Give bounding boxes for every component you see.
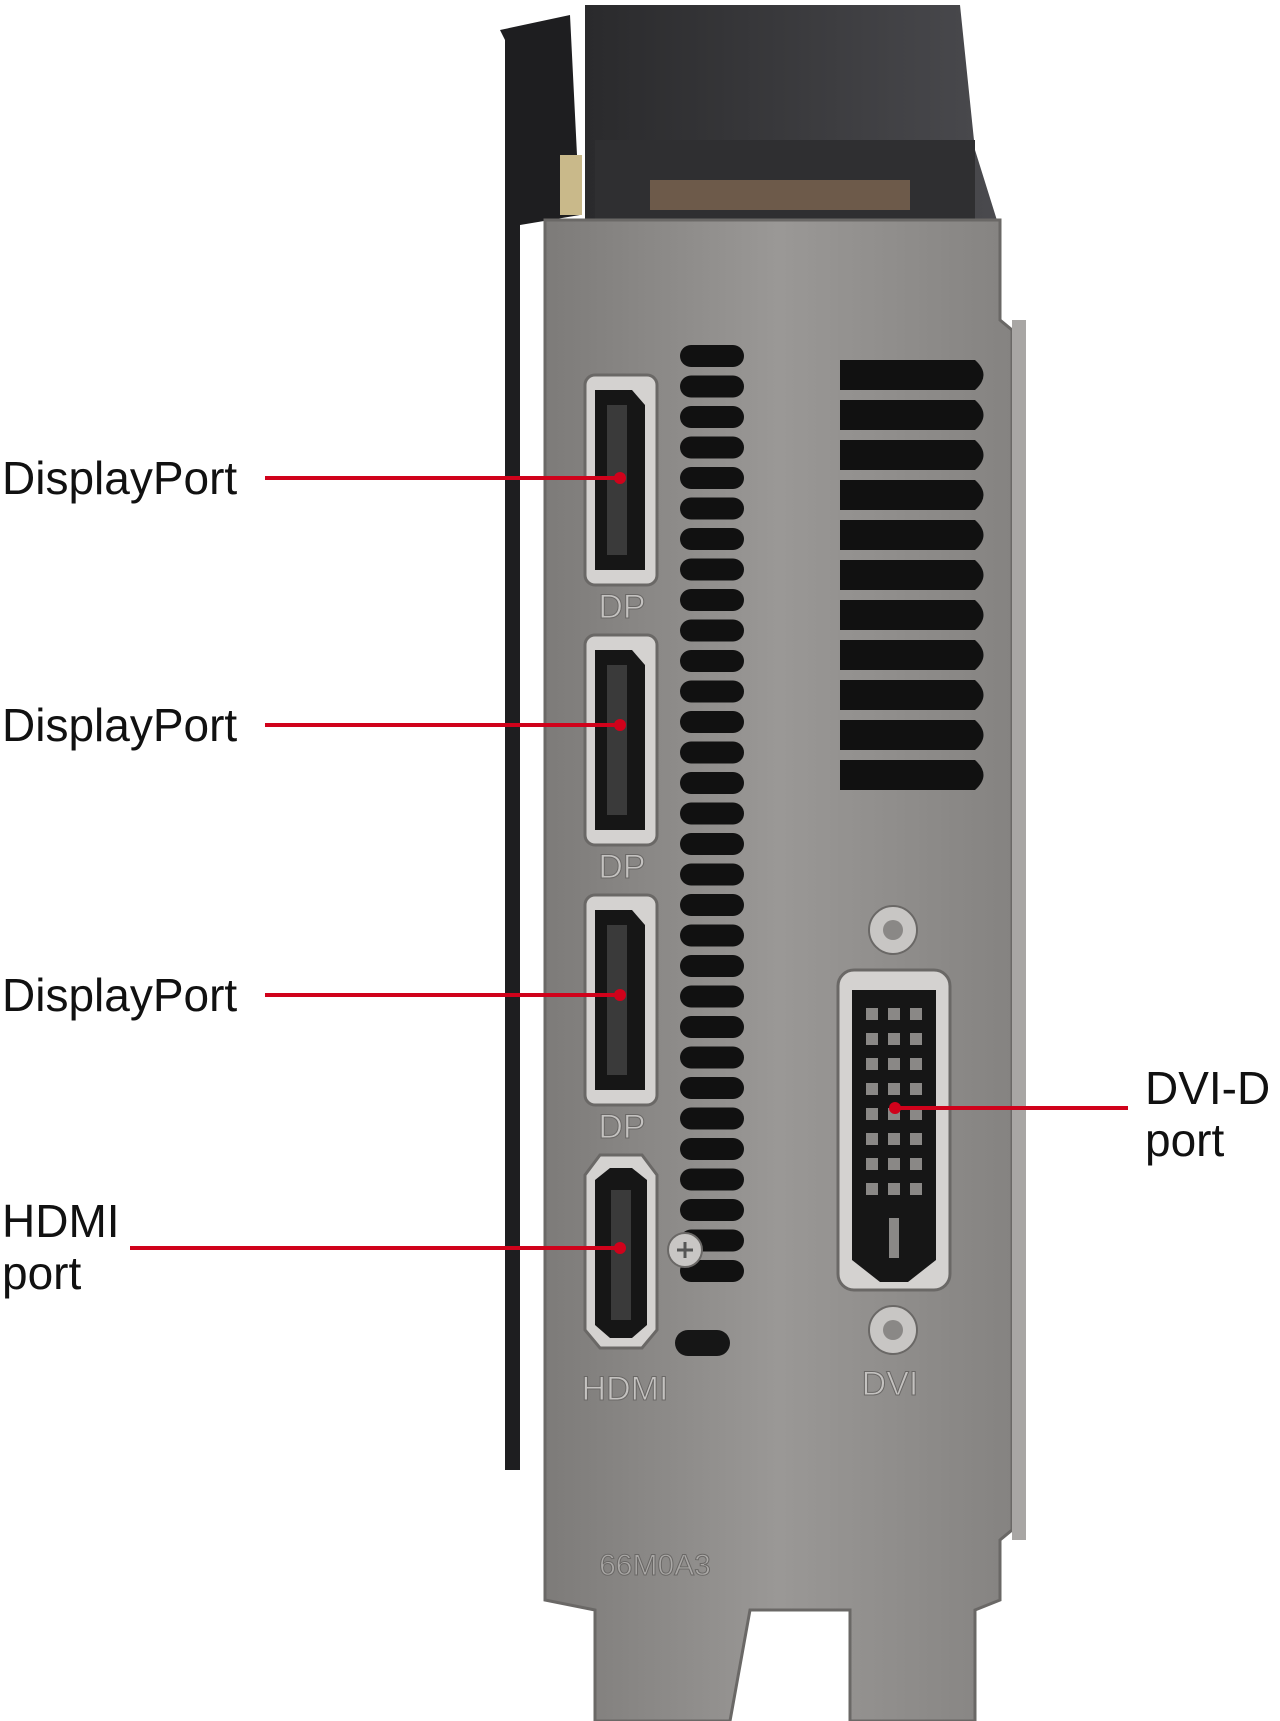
label-dvi-line2: port	[1145, 1114, 1225, 1166]
dvi-pin	[910, 1058, 922, 1070]
vent-slot-small	[680, 497, 744, 520]
dvi-pin	[888, 1008, 900, 1020]
vent-slots-small	[680, 345, 744, 1282]
vent-slot-small	[680, 375, 744, 398]
dvi-pin	[910, 1033, 922, 1045]
label-hdmi-line1: HDMI	[2, 1195, 120, 1247]
vent-slot-small	[680, 863, 744, 886]
vent-slot-small	[680, 711, 744, 733]
vent-slot-small	[680, 1260, 744, 1282]
part-number-mark: 66M0A3	[599, 1549, 711, 1582]
label-dvi-line1: DVI-D	[1145, 1062, 1271, 1114]
label-displayport-3: DisplayPort	[2, 969, 237, 1021]
dp-mark-2: DP	[598, 848, 645, 886]
dvi-pin	[866, 1033, 878, 1045]
vent-slot-large	[840, 720, 984, 750]
vent-slot-small	[680, 1016, 744, 1038]
callout-dot-displayport-1	[614, 472, 626, 484]
vent-slots-large	[840, 360, 984, 790]
vent-slot-small	[680, 894, 744, 916]
dvi-pin	[910, 1183, 922, 1195]
callout-dot-displayport-2	[614, 719, 626, 731]
dp-mark-3: DP	[598, 1108, 645, 1146]
dvi-d-connector	[836, 905, 952, 1355]
vent-slot-small	[680, 436, 744, 459]
dvi-pin	[866, 1158, 878, 1170]
card-shroud	[500, 5, 1000, 1470]
dvi-pin	[888, 1133, 900, 1145]
dvi-mark: DVI	[862, 1365, 919, 1403]
dvi-pin	[910, 1108, 922, 1120]
vent-slot-small	[680, 345, 744, 367]
vent-slot-large	[840, 640, 984, 670]
dvi-pin	[866, 1083, 878, 1095]
vent-slot-large	[840, 440, 984, 470]
label-displayport-1: DisplayPort	[2, 452, 237, 504]
dvi-pin	[910, 1083, 922, 1095]
label-displayport-1-text: DisplayPort	[2, 452, 238, 504]
vent-slot-small	[680, 833, 744, 855]
vent-slot-large	[840, 680, 984, 710]
dvi-pin	[866, 1133, 878, 1145]
label-displayport-2: DisplayPort	[2, 699, 237, 751]
vent-slot-large	[840, 760, 984, 790]
dvi-pin	[866, 1008, 878, 1020]
vent-slot-small	[680, 741, 744, 764]
vent-slot-large	[840, 480, 984, 510]
callout-dot-displayport-3	[614, 989, 626, 1001]
dvi-pin	[866, 1108, 878, 1120]
displayport-connector-2	[583, 633, 659, 847]
vent-slot-large	[840, 600, 984, 630]
dvi-pin	[866, 1058, 878, 1070]
dvi-pin	[866, 1183, 878, 1195]
vent-slot-small	[680, 1046, 744, 1069]
vent-slot-small	[680, 406, 744, 428]
hdmi-mark: HDMI	[582, 1370, 669, 1408]
vent-slot-small	[680, 1077, 744, 1099]
vent-slot-small	[680, 924, 744, 947]
label-dvi-d-port: DVI-D port	[1145, 1062, 1270, 1166]
vent-slot-small	[680, 650, 744, 672]
dvi-pin	[910, 1133, 922, 1145]
dvi-pin	[888, 1058, 900, 1070]
vent-slot-small	[680, 467, 744, 489]
label-displayport-3-text: DisplayPort	[2, 969, 238, 1021]
dvi-pin	[888, 1033, 900, 1045]
callout-dot-hdmi	[614, 1242, 626, 1254]
vent-slot-small	[680, 1107, 744, 1130]
vent-slot-large	[840, 560, 984, 590]
label-hdmi-port: HDMI port	[2, 1195, 120, 1299]
vent-slot-small	[680, 772, 744, 794]
vent-slot-small	[680, 558, 744, 581]
dp-mark-1: DP	[598, 588, 645, 626]
vent-slot-small	[680, 955, 744, 977]
vent-slot-small	[680, 985, 744, 1008]
vent-slot-large	[840, 400, 984, 430]
dvi-pin	[888, 1083, 900, 1095]
callout-dot-dvi	[889, 1102, 901, 1114]
vent-slot-small	[680, 1138, 744, 1160]
vent-slot-small	[680, 1199, 744, 1221]
dvi-pin	[910, 1008, 922, 1020]
vent-slot-small	[680, 528, 744, 550]
vent-slot-large	[840, 520, 984, 550]
label-hdmi-line2: port	[2, 1247, 82, 1299]
dvi-pin	[888, 1158, 900, 1170]
callout-lines	[130, 472, 1128, 1254]
vent-slot-small	[680, 680, 744, 703]
vent-slot-large	[840, 360, 984, 390]
vent-slot-small	[680, 619, 744, 642]
label-displayport-2-text: DisplayPort	[2, 699, 238, 751]
vent-slot-small	[680, 589, 744, 611]
vent-slot-small	[680, 802, 744, 825]
dvi-pin	[910, 1158, 922, 1170]
vent-slot-small	[680, 1168, 744, 1191]
dvi-pin	[888, 1183, 900, 1195]
